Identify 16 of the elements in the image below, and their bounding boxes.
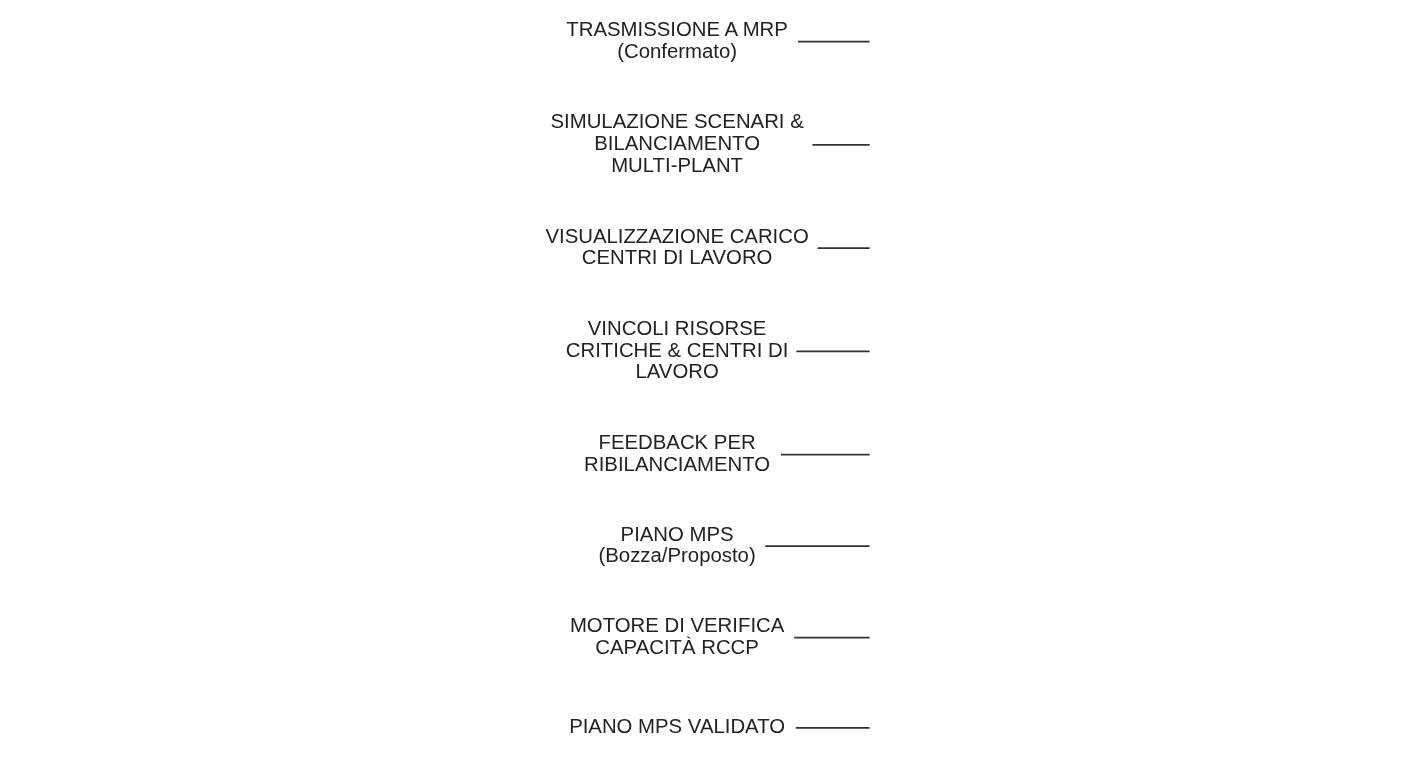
connector (794, 726, 871, 729)
connector (797, 40, 871, 43)
connector (793, 636, 871, 639)
node-text: TRASMISSIONE A MRP (Confermato) (566, 18, 788, 62)
connector (816, 247, 871, 249)
node-text: PIANO MPS (Bozza/Proposto) (598, 522, 756, 567)
connector (811, 144, 871, 146)
connector (795, 350, 871, 353)
node-text: PIANO MPS VALIDATO (569, 715, 786, 738)
node-text: VISUALIZZAZIONE CARICO CENTRI DI LAVORO (545, 224, 809, 269)
node-text: VINCOLI RISORSE CRITICHE & CENTRI DI LAVORO (565, 316, 789, 383)
node-text: MOTORE DI VERIFICA CAPACITÀ RCCP (569, 614, 785, 658)
node-text: SIMULAZIONE SCENARI & BILANCIAMENTO MULTI-PLANT (550, 110, 804, 177)
node-text: FEEDBACK PER RIBILANCIAMENTO (584, 430, 771, 475)
connector (764, 545, 871, 547)
connector (780, 453, 871, 456)
